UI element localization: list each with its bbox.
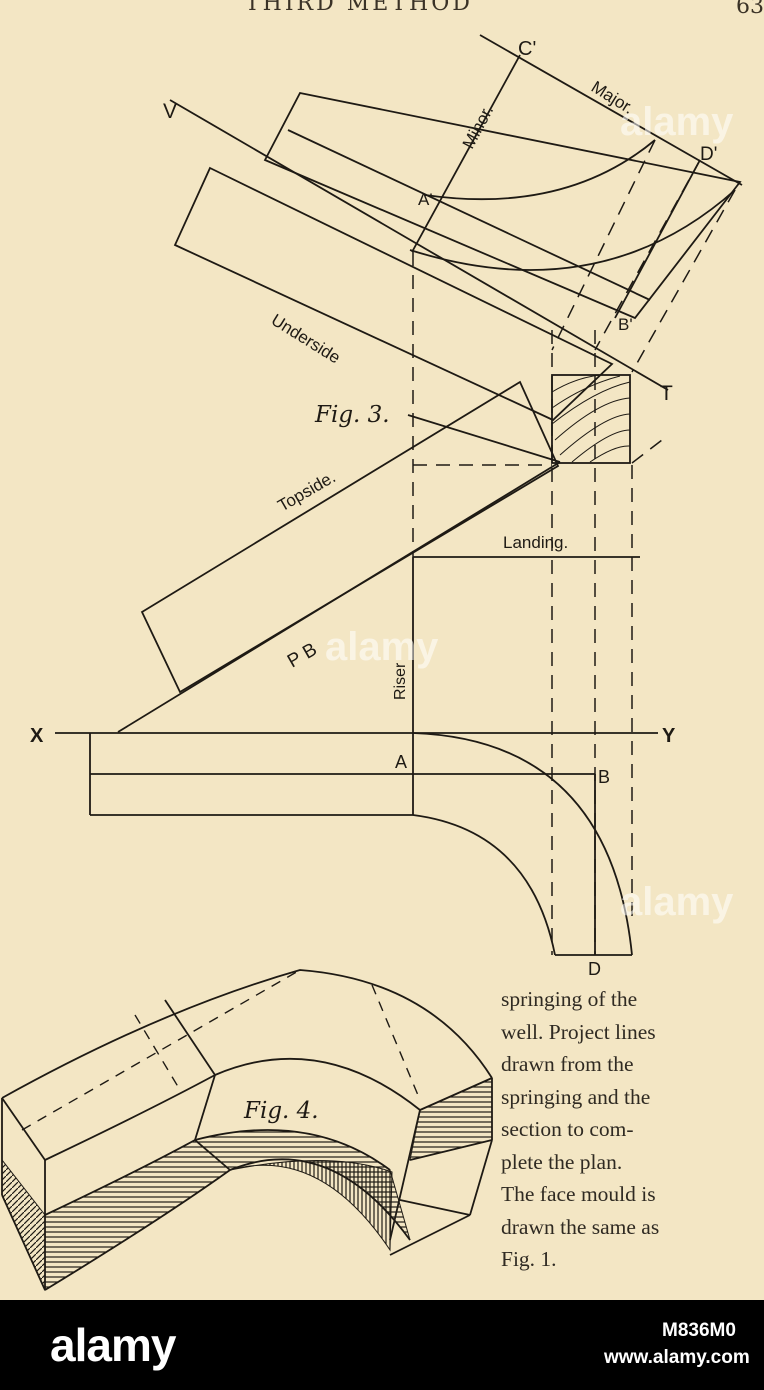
- label-y: Y: [662, 725, 676, 747]
- label-d: D: [588, 959, 601, 979]
- text-line: well. Project lines: [501, 1019, 656, 1044]
- label-landing: Landing.: [503, 533, 568, 552]
- label-b: B: [598, 767, 610, 787]
- text-line: The face mould is: [501, 1182, 656, 1206]
- fig3-section-hatch: [551, 374, 631, 463]
- text-line: drawn the same as: [501, 1214, 660, 1239]
- label-a: A: [395, 752, 407, 772]
- fig3-projector-lines: [412, 139, 736, 955]
- label-c-prime: C': [518, 38, 536, 60]
- watermark-overlay: alamy: [325, 625, 439, 669]
- label-underside: Underside: [268, 310, 344, 367]
- label-x: X: [30, 725, 44, 747]
- watermark-overlay: alamy: [620, 100, 734, 144]
- fig4-caption: Fig. 4.: [243, 1098, 319, 1124]
- site-url: www.alamy.com: [604, 1347, 750, 1368]
- page-number: 63: [736, 0, 764, 19]
- text-line: drawn from the: [501, 1052, 634, 1076]
- label-t: T: [660, 382, 673, 405]
- label-riser: Riser: [392, 662, 409, 700]
- text-line: springing and the: [501, 1084, 651, 1109]
- label-a-prime: A': [418, 190, 433, 209]
- book-page: THIRD METHOD 63: [0, 0, 764, 1300]
- alamy-logo: alamy: [50, 1319, 176, 1371]
- body-text: springing of the well. Project lines dra…: [501, 983, 764, 1276]
- label-v: V: [163, 100, 177, 123]
- fig4-hatching: [1, 1077, 493, 1291]
- label-b-prime: B': [618, 315, 633, 334]
- watermark-overlay: alamy: [620, 880, 734, 924]
- running-header: THIRD METHOD: [245, 0, 473, 16]
- stair-geometry-figures: C' Minor. Major. D' V A' B' Underside T …: [1, 34, 743, 1291]
- fig3-caption: Fig. 3.: [314, 402, 390, 428]
- text-line: section to com-: [501, 1117, 634, 1141]
- text-line: Fig. 1.: [501, 1247, 557, 1271]
- text-line: plete the plan.: [501, 1149, 623, 1174]
- watermark-bar: [0, 1300, 764, 1390]
- label-pb: P B: [284, 639, 321, 672]
- label-topside: Topside.: [275, 467, 339, 515]
- fig4-dashed: [21, 969, 421, 1131]
- text-line: springing of the: [501, 987, 638, 1011]
- label-d-prime: D': [700, 144, 717, 165]
- image-code: M836M0: [662, 1320, 736, 1341]
